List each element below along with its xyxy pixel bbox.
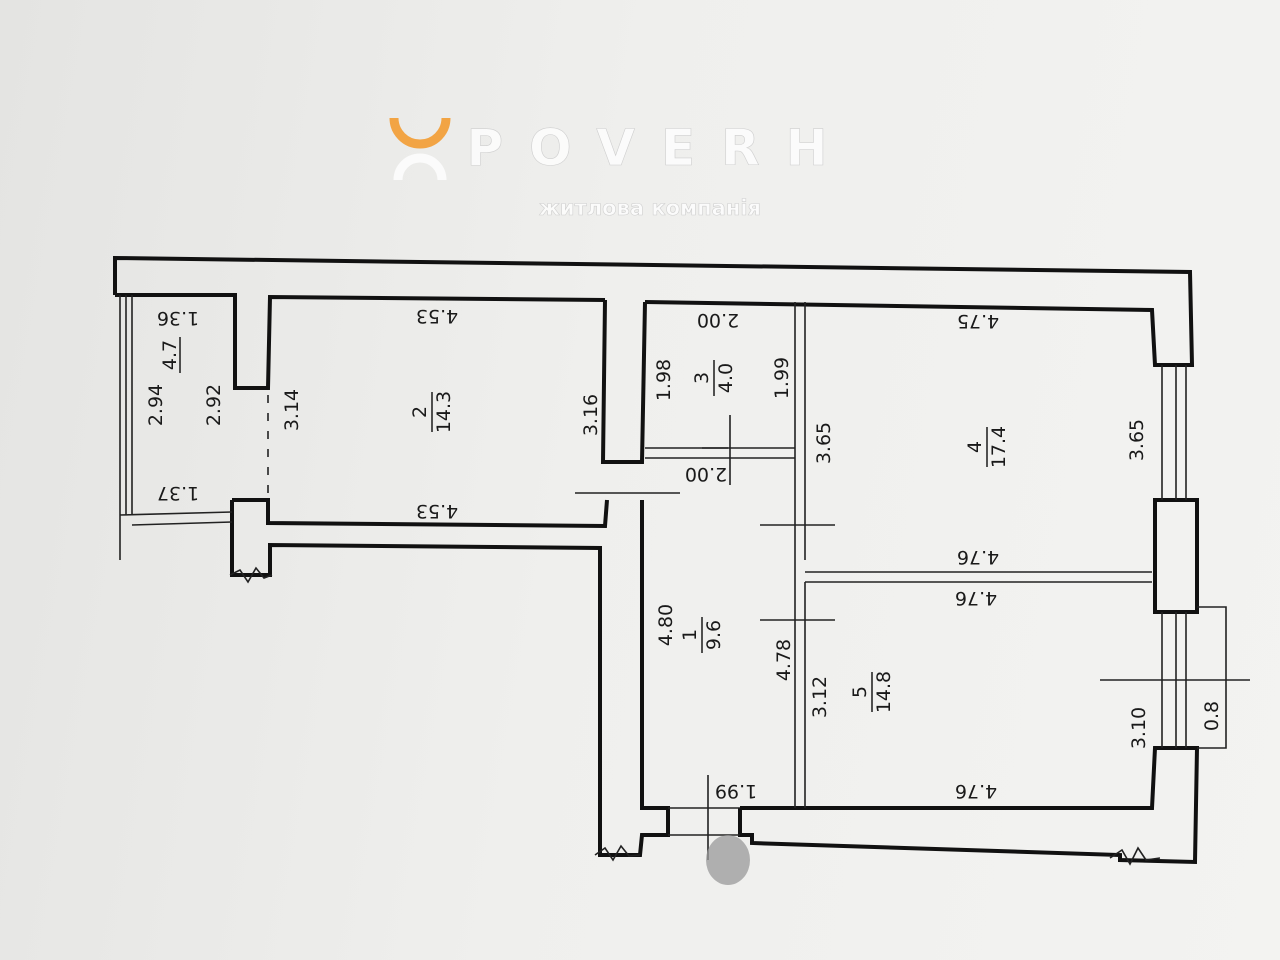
dim-room5-top: 4.76 bbox=[955, 587, 997, 609]
balcony-railing bbox=[119, 295, 233, 560]
dim-room3-bottom: 2.00 bbox=[685, 463, 727, 485]
room-5-number: 5 bbox=[849, 686, 871, 698]
dim-room3-right: 1.99 bbox=[771, 357, 793, 399]
room-2-number: 2 bbox=[409, 406, 431, 418]
walls bbox=[113, 255, 1250, 866]
dim-room5-right: 3.10 bbox=[1128, 707, 1150, 749]
dim-room2-bottom: 4.53 bbox=[416, 500, 458, 522]
smudge bbox=[706, 835, 750, 885]
watermark-logo-arc bbox=[389, 117, 451, 149]
room-5-label: 5 14.8 bbox=[849, 671, 895, 713]
dim-balcony-top: 1.36 bbox=[157, 307, 199, 329]
balcony-area: 4.7 bbox=[159, 340, 181, 370]
room-2-label: 2 14.3 bbox=[409, 391, 455, 433]
dim-room5-bottom: 4.76 bbox=[955, 780, 997, 802]
watermark-tagline: житлова компанія bbox=[539, 196, 761, 220]
partition-room4-room5 bbox=[805, 571, 1152, 583]
section-marks bbox=[575, 415, 1250, 860]
watermark: POVERH житлова компанія bbox=[389, 117, 853, 220]
room2-bottom-wall bbox=[232, 498, 609, 529]
room-3-number: 3 bbox=[691, 372, 713, 384]
room2-right-wall bbox=[600, 299, 647, 464]
window-pier bbox=[1153, 498, 1199, 614]
bottom-exterior-wall bbox=[738, 746, 1200, 865]
windows bbox=[1161, 365, 1227, 749]
room-1-label: 1 9.6 bbox=[679, 617, 725, 653]
dim-room1-left: 4.80 bbox=[655, 604, 677, 646]
dimension-labels: 1.36 2.94 2.92 1.37 4.53 4.53 3.14 3.16 … bbox=[145, 305, 1223, 802]
dim-room3-top: 2.00 bbox=[697, 309, 739, 331]
dim-room1-right: 4.78 bbox=[773, 639, 795, 681]
balcony-stub-wall bbox=[115, 293, 606, 390]
room-3-label: 3 4.0 bbox=[691, 360, 737, 396]
corridor-left-wall bbox=[230, 500, 670, 857]
dim-room5-left: 3.12 bbox=[809, 676, 831, 718]
watermark-brand: POVERH bbox=[466, 119, 853, 177]
balcony-label: 4.7 bbox=[159, 337, 181, 373]
dim-room2-top: 4.53 bbox=[416, 305, 458, 327]
watermark-logo-arc-lower bbox=[393, 153, 447, 181]
dim-balcony-outer: 2.94 bbox=[145, 384, 167, 426]
dim-room4-right: 3.65 bbox=[1126, 419, 1148, 461]
room-5-area: 14.8 bbox=[873, 671, 895, 713]
room-4-area: 17.4 bbox=[988, 426, 1010, 468]
dim-balcony-inner: 2.92 bbox=[203, 384, 225, 426]
dim-window-depth: 0.8 bbox=[1201, 701, 1223, 731]
dim-room1-bottom: 1.99 bbox=[715, 780, 757, 802]
room-1-number: 1 bbox=[679, 629, 701, 641]
room-4-label: 4 17.4 bbox=[964, 426, 1010, 468]
room-3-area: 4.0 bbox=[715, 363, 737, 393]
partition-vertical bbox=[794, 302, 806, 808]
room-labels: 2 14.3 3 4.0 4 17.4 1 9.6 5 14.8 4.7 bbox=[159, 337, 1010, 713]
dim-room3-left: 1.98 bbox=[653, 359, 675, 401]
partition-room3 bbox=[645, 447, 795, 459]
room-4-number: 4 bbox=[964, 441, 986, 453]
dim-room4-left: 3.65 bbox=[813, 422, 835, 464]
top-exterior-wall bbox=[113, 255, 1195, 367]
dim-room4-top: 4.75 bbox=[957, 310, 999, 332]
room-2-area: 14.3 bbox=[433, 391, 455, 433]
dim-room2-right: 3.16 bbox=[580, 394, 602, 436]
dim-room4-bottom: 4.76 bbox=[957, 546, 999, 568]
dim-room2-left: 3.14 bbox=[281, 389, 303, 431]
break-marks bbox=[229, 566, 1161, 866]
room-1-area: 9.6 bbox=[703, 620, 725, 650]
dim-balcony-bottom: 1.37 bbox=[157, 482, 199, 504]
